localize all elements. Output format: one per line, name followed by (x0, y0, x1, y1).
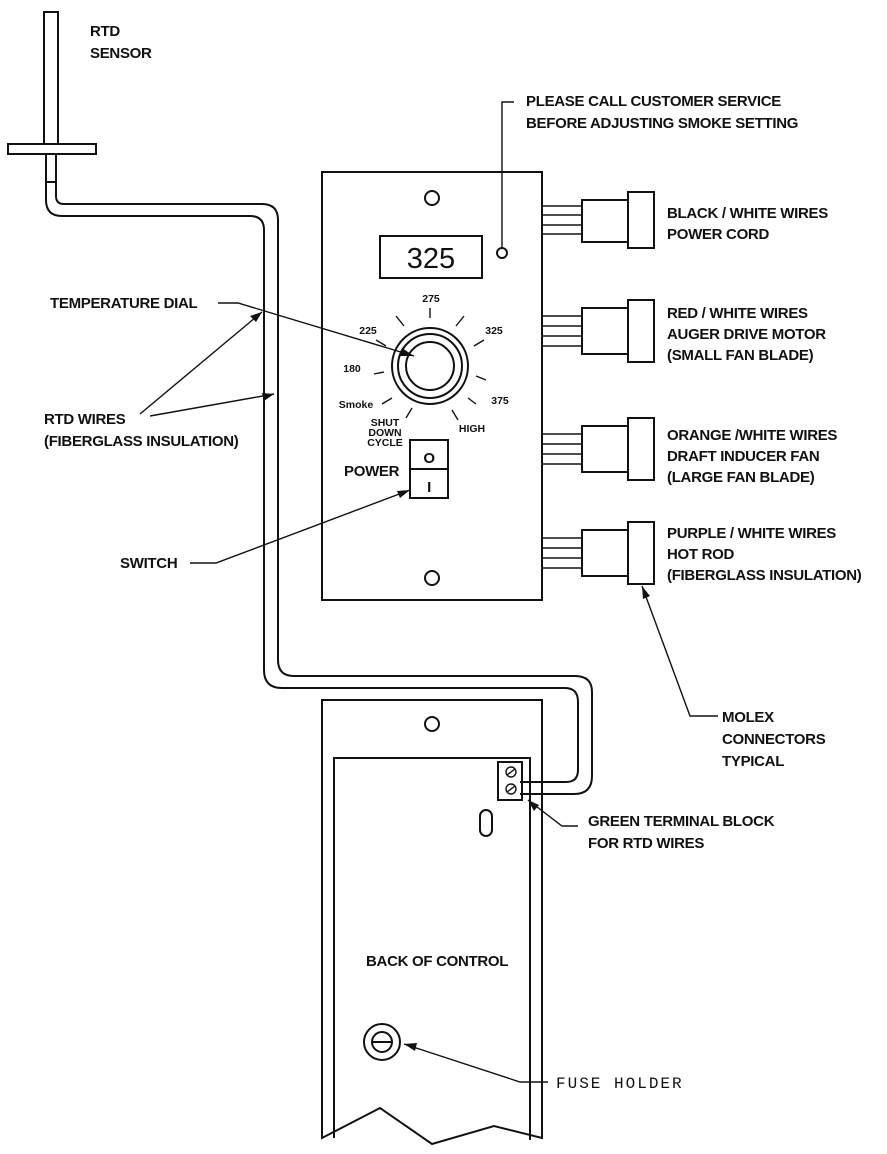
molex-label-2: CONNECTORS (722, 731, 826, 748)
back-slot (479, 809, 493, 837)
connector-2-label-1: RED / WHITE WIRES (667, 305, 808, 322)
switch-leader (190, 489, 411, 564)
green-terminal-block (497, 761, 523, 801)
rtd-wires-label-1: RTD WIRES (44, 411, 126, 428)
rtd-wire-cable (45, 182, 593, 795)
terminal-block-label-2: FOR RTD WIRES (588, 835, 704, 852)
display-value: 325 (407, 243, 455, 275)
terminal-block-leader (527, 799, 578, 827)
terminal-block-arrow (528, 800, 539, 811)
customer-service-label-2: BEFORE ADJUSTING SMOKE SETTING (526, 115, 798, 132)
connector-3-label-3: (LARGE FAN BLADE) (667, 469, 815, 486)
dial-label-180: 180 (343, 363, 361, 375)
switch-off-symbol: O (423, 450, 435, 467)
connector-4-label-2: HOT ROD (667, 546, 735, 563)
temperature-dial-label: TEMPERATURE DIAL (50, 295, 198, 312)
dial-label-275: 275 (422, 293, 440, 305)
rtd-wires-leader-1 (139, 311, 263, 415)
dial-label-375: 375 (491, 395, 509, 407)
rtd-sensor-probe (7, 11, 97, 183)
switch-label: SWITCH (120, 555, 177, 572)
fuse-holder-leader (403, 1043, 548, 1083)
dial-label-shutdown-3: CYCLE (367, 437, 403, 449)
molex-label-1: MOLEX (722, 709, 774, 726)
power-switch[interactable] (409, 439, 449, 499)
rtd-wires-arrow-2 (262, 393, 274, 401)
fuse-holder[interactable] (363, 1023, 401, 1061)
dial-label-high: HIGH (459, 423, 485, 435)
smoke-adjust-hole[interactable] (496, 247, 508, 259)
connector-3-label-1: ORANGE /WHITE WIRES (667, 427, 837, 444)
connector-1 (542, 191, 655, 249)
connector-4-label-1: PURPLE / WHITE WIRES (667, 525, 836, 542)
connector-4-label-3: (FIBERGLASS INSULATION) (667, 567, 862, 584)
back-mounting-hole (424, 716, 440, 732)
rtd-wires-label-2: (FIBERGLASS INSULATION) (44, 433, 239, 450)
temperature-dial-arrow (400, 348, 414, 356)
back-of-control-label: BACK OF CONTROL (366, 953, 508, 970)
rtd-sensor-label-2: SENSOR (90, 45, 152, 62)
connector-3-label-2: DRAFT INDUCER FAN (667, 448, 819, 465)
rtd-wires-leader-2 (149, 393, 275, 417)
mounting-hole-top (424, 190, 440, 206)
power-label: POWER (344, 463, 400, 480)
connector-2 (542, 299, 655, 363)
switch-on-symbol: I (427, 479, 431, 496)
back-of-control-panel (321, 699, 543, 1146)
fuse-holder-arrow (404, 1043, 417, 1051)
switch-arrow (397, 490, 410, 498)
rtd-wires-arrow-1 (250, 312, 262, 322)
temperature-dial[interactable] (373, 308, 487, 421)
dial-label-shutdown-2: DOWN (368, 427, 401, 439)
customer-service-label-1: PLEASE CALL CUSTOMER SERVICE (526, 93, 781, 110)
fuse-holder-label: FUSE HOLDER (556, 1075, 684, 1093)
terminal-block-label-1: GREEN TERMINAL BLOCK (588, 813, 775, 830)
connector-1-label-2: POWER CORD (667, 226, 769, 243)
dial-label-shutdown-1: SHUT (371, 417, 400, 429)
dial-label-325: 325 (485, 325, 503, 337)
temperature-display (379, 235, 483, 279)
customer-service-leader (501, 101, 514, 248)
mounting-hole-bottom (424, 570, 440, 586)
connector-2-label-2: AUGER DRIVE MOTOR (667, 326, 826, 343)
molex-label-3: TYPICAL (722, 753, 784, 770)
front-control-panel (321, 171, 543, 601)
molex-arrow (642, 586, 650, 599)
dial-label-225: 225 (359, 325, 377, 337)
dial-label-smoke: Smoke (339, 399, 374, 411)
rtd-sensor-label-1: RTD (90, 23, 120, 40)
connector-4 (542, 521, 655, 585)
temperature-dial-leader (218, 302, 415, 357)
connector-1-label-1: BLACK / WHITE WIRES (667, 205, 828, 222)
connector-3 (542, 417, 655, 481)
molex-leader (641, 585, 718, 717)
connector-2-label-3: (SMALL FAN BLADE) (667, 347, 814, 364)
